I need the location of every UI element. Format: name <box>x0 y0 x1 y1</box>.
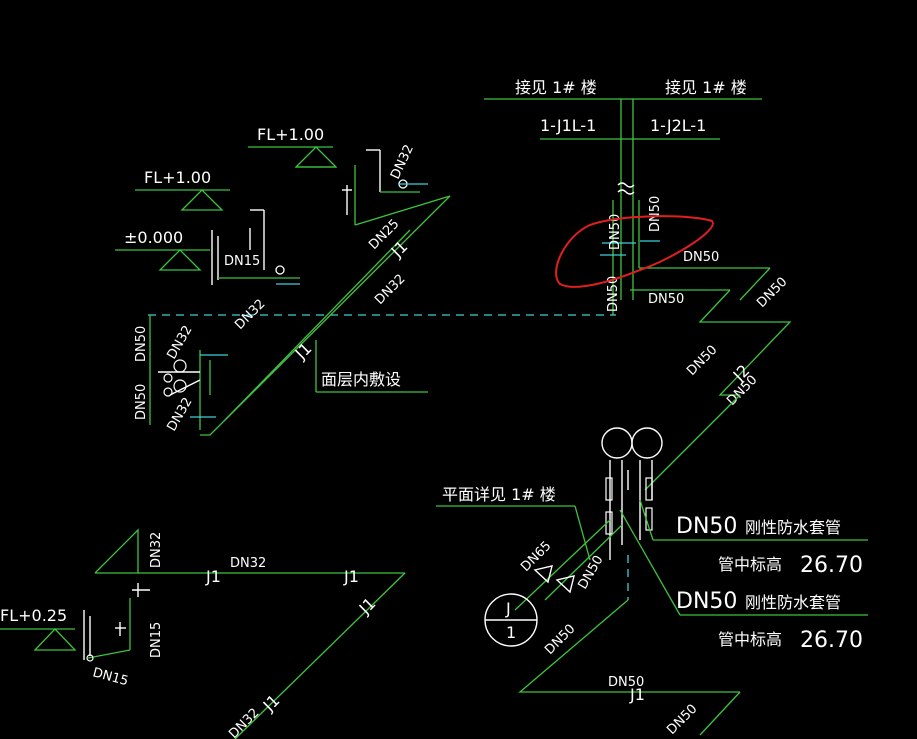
riser-header: 接见 1# 楼 接见 1# 楼 1-J1L-1 1-J2L-1 <box>484 78 762 300</box>
elevation-label: 管中标高 <box>718 555 782 574</box>
dn50-label: DN50 <box>608 214 623 250</box>
floor-level-label: FL+1.00 <box>257 125 324 144</box>
sleeve-size: DN50 <box>676 589 737 614</box>
dn15-label: DN15 <box>224 254 260 269</box>
riser-pipes: DN50 DN50 DN50 DN50 DN50 DN50 DN50 DN50 … <box>600 196 792 409</box>
connect-label-2: 接见 1# 楼 <box>665 78 747 97</box>
elevation-label: 管中标高 <box>718 630 782 649</box>
dn32-label: DN32 <box>388 142 417 181</box>
dn32-label: DN32 <box>164 323 195 362</box>
meter-id-top: J <box>505 599 511 618</box>
dn32-label: DN32 <box>149 532 164 568</box>
pipe-tag-j1: J1 <box>291 339 316 364</box>
pipe-tag-j1: J1 <box>387 237 412 262</box>
pipe-tag-j1: J1 <box>355 594 380 619</box>
fixture-group-left: FL+1.00 FL+1.00 ±0.000 DN32 DN25 DN15 <box>115 125 451 285</box>
dn50-label: DN50 <box>684 343 720 379</box>
dn50-label: DN50 <box>542 622 578 658</box>
dn32-label: DN32 <box>164 395 195 434</box>
sleeve-size: DN50 <box>676 514 737 539</box>
meter-id-bottom: 1 <box>506 623 516 642</box>
riser-label-2: 1-J2L-1 <box>650 116 706 135</box>
dn50-label: DN50 <box>134 326 149 362</box>
dn32-label: DN32 <box>372 272 408 308</box>
sleeve-note: 刚性防水套管 <box>745 518 841 537</box>
dn50-label: DN50 <box>754 275 790 311</box>
dn50-label: DN50 <box>606 276 621 312</box>
dn32-label: DN32 <box>230 556 266 571</box>
connect-label-1: 接见 1# 楼 <box>515 78 597 97</box>
elevation-value: 26.70 <box>800 553 863 578</box>
pipe-tag-j1: J1 <box>343 567 359 586</box>
dn15-label: DN15 <box>91 665 130 689</box>
bottom-left-group: DN32 DN32 J1 J1 J1 J1 DN32 DN15 FL+0.25 … <box>0 528 406 739</box>
dn50-label: DN50 <box>648 196 663 232</box>
elevation-value: 26.70 <box>800 628 863 653</box>
dn15-label: DN15 <box>149 622 164 658</box>
dn50-label: DN50 <box>683 250 719 265</box>
floor-level-label: ±0.000 <box>124 228 183 247</box>
dn50-label: DN50 <box>134 384 149 420</box>
dn50-label: DN50 <box>608 675 644 690</box>
sleeve-note: 刚性防水套管 <box>745 593 841 612</box>
plan-detail-label: 平面详见 1# 楼 <box>442 485 556 504</box>
dn50-label: DN50 <box>664 702 700 738</box>
floor-level-label: FL+0.25 <box>0 606 67 625</box>
pipe-tag-j1: J1 <box>629 685 645 704</box>
dn50-label: DN50 <box>575 553 606 592</box>
layer-note: 面层内敷设 <box>321 370 401 389</box>
markup-ellipse <box>555 215 714 288</box>
floor-level-label: FL+1.00 <box>144 168 211 187</box>
pipe-tag-j1: J1 <box>205 567 221 586</box>
dn50-label: DN50 <box>648 292 684 307</box>
sleeve-group: DN50 刚性防水套管 管中标高 26.70 DN50 刚性防水套管 管中标高 … <box>601 394 868 653</box>
valve-cluster: DN50 DN32 DN50 DN32 <box>134 315 228 434</box>
dn32-label: DN32 <box>226 706 262 739</box>
riser-label-1: 1-J1L-1 <box>540 116 596 135</box>
